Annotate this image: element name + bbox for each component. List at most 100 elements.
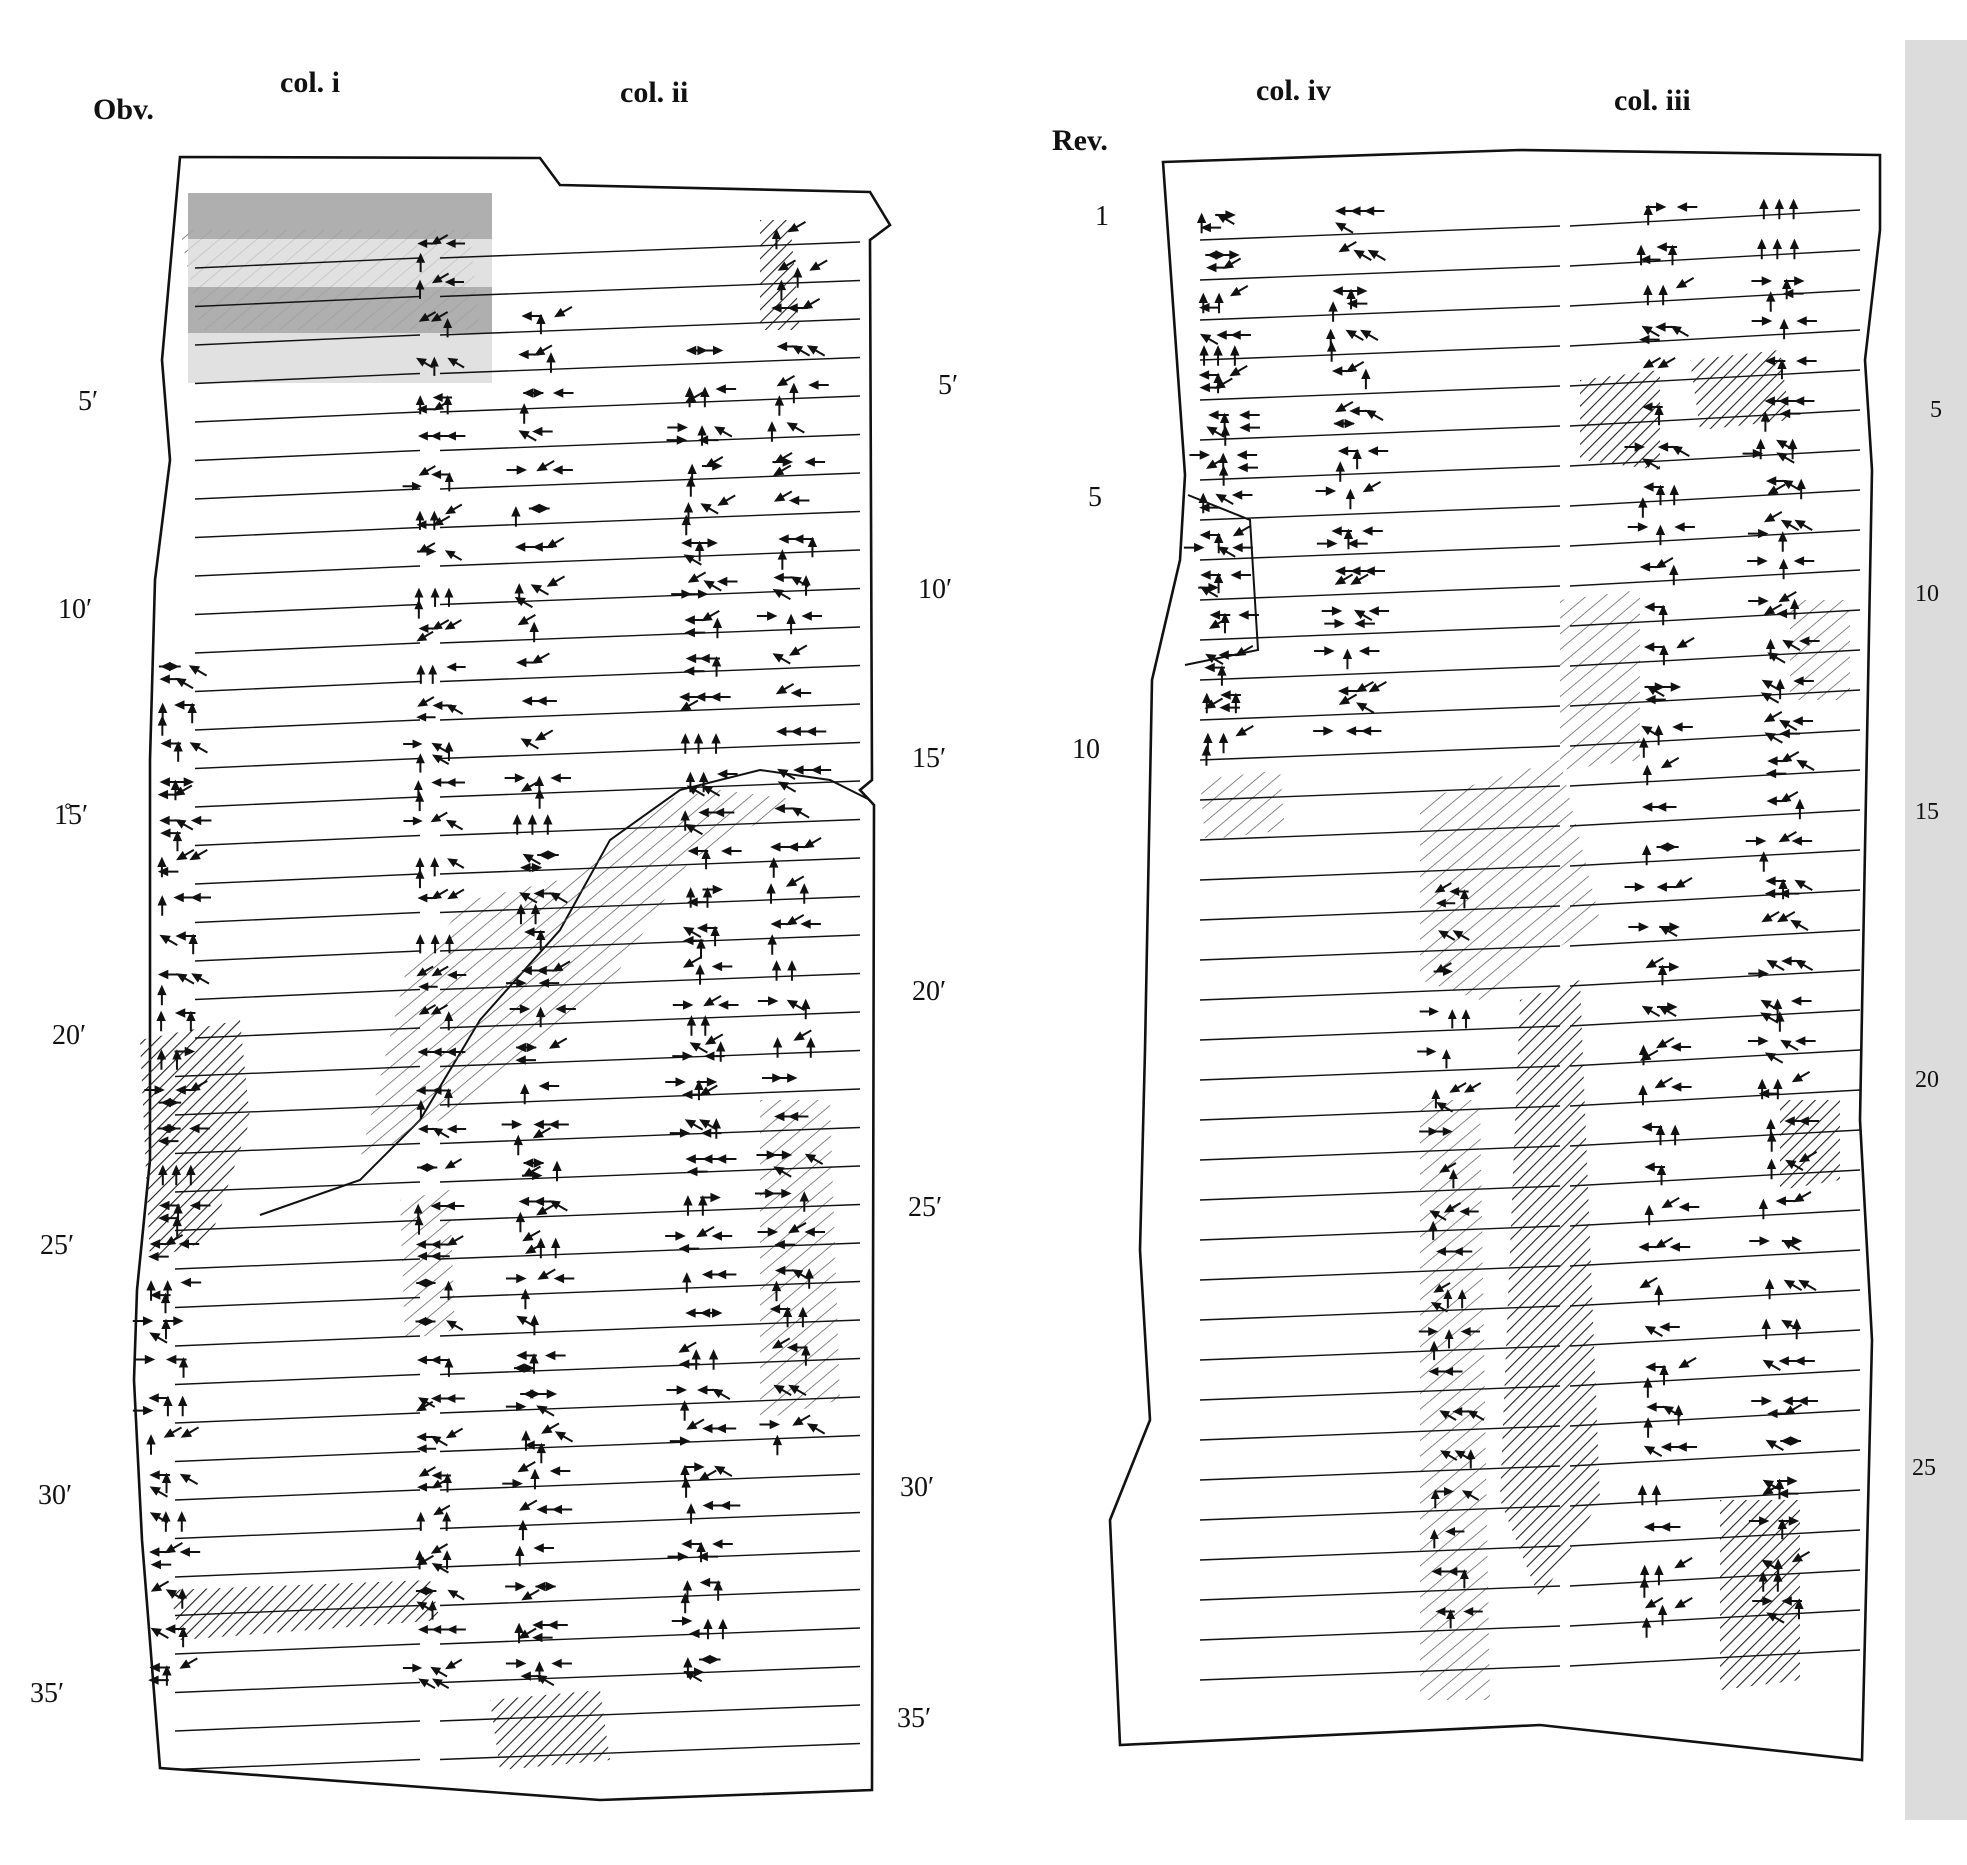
cuneiform-wedge: [1759, 851, 1769, 872]
cuneiform-wedge: [521, 1589, 540, 1601]
cuneiform-wedge: [808, 380, 829, 390]
cuneiform-wedge: [536, 460, 555, 472]
cuneiform-wedge: [536, 696, 557, 706]
cuneiform-wedge: [703, 1051, 725, 1061]
cuneiform-wedge: [173, 741, 183, 762]
cuneiform-wedge: [1419, 1127, 1439, 1136]
cuneiform-wedge: [445, 1047, 466, 1057]
cuneiform-wedge: [446, 970, 467, 980]
cuneiform-wedge: [684, 1119, 704, 1131]
cuneiform-wedge: [444, 277, 465, 287]
cuneiform-wedge: [188, 665, 208, 677]
cuneiform-wedge: [702, 884, 724, 895]
ruling-line: [174, 1219, 421, 1232]
ruling-line: [1199, 665, 1561, 681]
cuneiform-wedge: [416, 630, 434, 642]
cuneiform-wedge: [1434, 882, 1452, 893]
cuneiform-wedge: [685, 887, 696, 908]
cuneiform-wedge: [177, 1395, 188, 1417]
cuneiform-wedge: [1204, 697, 1224, 709]
cuneiform-wedge: [1215, 210, 1236, 220]
cuneiform-wedge: [1447, 1009, 1457, 1029]
cuneiform-wedge: [1674, 1557, 1693, 1569]
ruling-line: [1569, 929, 1861, 947]
cuneiform-wedge: [416, 965, 434, 977]
cuneiform-wedge: [1793, 676, 1814, 686]
cuneiform-wedge: [1764, 1278, 1775, 1300]
cuneiform-wedge: [671, 1616, 693, 1626]
cuneiform-wedge: [671, 589, 692, 599]
cuneiform-wedge: [696, 938, 706, 959]
cuneiform-wedge: [175, 677, 194, 690]
cuneiform-wedge: [415, 791, 425, 812]
cuneiform-wedge: [1435, 1101, 1454, 1113]
cuneiform-wedge: [1788, 198, 1799, 220]
ruling-line: [1569, 1529, 1861, 1547]
cuneiform-wedge: [1189, 450, 1211, 460]
cuneiform-wedge: [667, 1551, 689, 1562]
cuneiform-wedge: [1778, 888, 1800, 899]
cuneiform-wedge: [1654, 404, 1664, 426]
cuneiform-wedge: [501, 1119, 523, 1130]
cuneiform-wedge: [708, 1349, 719, 1370]
cuneiform-wedge: [1773, 1571, 1783, 1592]
cuneiform-wedge: [1655, 557, 1674, 569]
cuneiform-wedge: [132, 1405, 154, 1416]
ruling-line: [1569, 1169, 1861, 1187]
ruling-line: [439, 1126, 861, 1145]
cuneiform-wedge: [415, 1400, 434, 1412]
cuneiform-wedge: [505, 1273, 527, 1284]
cuneiform-wedge: [1762, 1483, 1781, 1495]
cuneiform-wedge: [1234, 645, 1254, 657]
cuneiform-wedge: [172, 1049, 182, 1070]
ruling-line: [439, 857, 861, 875]
cuneiform-wedge: [512, 814, 522, 835]
cuneiform-wedge: [514, 1622, 524, 1644]
cuneiform-wedge: [1796, 356, 1817, 366]
cuneiform-wedge: [180, 1277, 202, 1288]
ruling-line: [174, 1489, 421, 1501]
obverse-line-number-right: 5′: [938, 370, 959, 401]
reverse-line-number-right: 10: [1915, 581, 1939, 607]
cuneiform-wedge: [1214, 377, 1233, 389]
cuneiform-wedge: [1229, 285, 1249, 297]
cuneiform-wedge: [149, 1486, 168, 1498]
ruling-line: [1199, 425, 1561, 441]
cuneiform-wedge: [505, 1581, 526, 1592]
cuneiform-wedge: [1766, 291, 1776, 312]
cuneiform-wedge: [1673, 1404, 1684, 1426]
cuneiform-wedge: [713, 807, 735, 818]
cuneiform-wedge: [157, 1123, 178, 1134]
cuneiform-wedge: [1354, 609, 1373, 621]
ruling-line: [1199, 1425, 1561, 1441]
cuneiform-wedge: [1196, 212, 1207, 234]
cuneiform-wedge: [788, 1384, 807, 1396]
cuneiform-wedge: [158, 1164, 168, 1186]
cuneiform-wedge: [714, 426, 733, 438]
reverse-damage-hatching: [1200, 350, 1850, 1700]
cuneiform-wedge: [163, 1395, 173, 1417]
cuneiform-wedge: [541, 1422, 560, 1434]
cuneiform-wedge: [1794, 1598, 1804, 1620]
cuneiform-wedge: [538, 978, 560, 988]
cuneiform-wedge: [190, 892, 212, 903]
cuneiform-wedge: [1778, 1516, 1800, 1526]
cuneiform-wedge: [444, 587, 454, 607]
cuneiform-wedge: [1758, 1198, 1769, 1220]
cuneiform-wedge: [777, 768, 796, 780]
cuneiform-wedge: [680, 810, 690, 831]
cuneiform-wedge: [521, 1170, 543, 1181]
cuneiform-wedge: [1230, 570, 1252, 580]
cuneiform-wedge: [672, 1051, 693, 1061]
cuneiform-wedge: [803, 837, 822, 849]
ruling-line: [439, 587, 861, 606]
cuneiform-wedge: [680, 733, 691, 754]
cuneiform-wedge: [1782, 278, 1792, 300]
cuneiform-wedge: [1200, 222, 1222, 233]
cuneiform-wedge: [1335, 401, 1354, 413]
cuneiform-wedge: [1667, 244, 1678, 266]
cuneiform-wedge: [1757, 238, 1767, 260]
cuneiform-wedge: [771, 1337, 791, 1349]
cuneiform-wedge: [791, 345, 811, 357]
cuneiform-wedge: [430, 1543, 449, 1554]
